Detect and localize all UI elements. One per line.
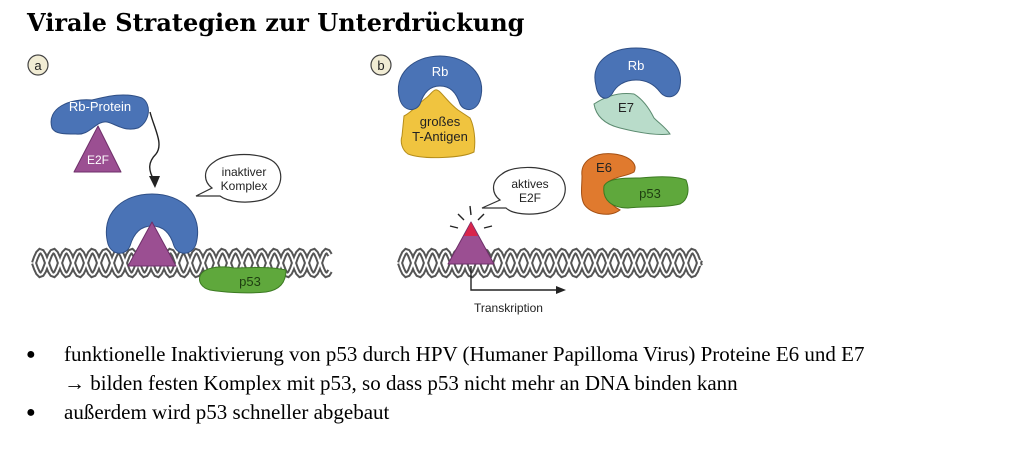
svg-text:p53: p53 — [239, 274, 261, 289]
bullet-list: ● funktionelle Inaktivierung von p53 dur… — [26, 340, 1011, 427]
svg-text:E6: E6 — [596, 160, 612, 175]
rb-protein-free: Rb-Protein — [50, 94, 149, 135]
bullet-line: außerdem wird p53 schneller abgebaut — [64, 400, 390, 424]
panel-a-marker: a — [27, 54, 49, 76]
page-title: Virale Strategien zur Unterdrückung — [27, 8, 525, 37]
bullet-item: ● funktionelle Inaktivierung von p53 dur… — [26, 340, 1011, 398]
svg-text:großes: großes — [420, 114, 461, 129]
svg-text:aktives: aktives — [511, 177, 548, 191]
svg-text:Transkription: Transkription — [474, 301, 543, 315]
panel-a: a Rb-Protein E2F inaktiver Komple — [27, 54, 333, 294]
rb-e2f-complex — [105, 193, 199, 267]
bullet-item: ● außerdem wird p53 schneller abgebaut — [26, 398, 1011, 427]
svg-text:Rb: Rb — [432, 64, 449, 79]
strategy-diagram: a Rb-Protein E2F inaktiver Komple — [27, 47, 703, 315]
svg-text:Rb-Protein: Rb-Protein — [69, 99, 131, 114]
svg-text:a: a — [34, 58, 42, 73]
transcription-arrow: Transkription — [470, 266, 566, 315]
panel-b: b Rb großes T-Antigen Rb E7 E6 — [370, 47, 703, 315]
active-e2f-on-dna — [447, 205, 495, 265]
svg-text:E7: E7 — [618, 100, 634, 115]
svg-text:inaktiver: inaktiver — [222, 165, 267, 179]
bullet-line: funktionelle Inaktivierung von p53 durch… — [64, 342, 865, 366]
panel-b-marker: b — [370, 54, 392, 76]
svg-text:p53: p53 — [639, 186, 661, 201]
dna-helix-b — [397, 247, 703, 279]
active-e2f-bubble: aktives E2F — [481, 166, 566, 215]
bullet-line: → bilden festen Komplex mit p53, so dass… — [64, 371, 738, 395]
e2f-free: E2F — [73, 125, 122, 173]
e6-p53-complex: E6 p53 — [581, 153, 689, 215]
svg-text:E2F: E2F — [87, 153, 109, 167]
svg-text:E2F: E2F — [519, 191, 541, 205]
svg-text:Komplex: Komplex — [221, 179, 268, 193]
inactive-complex-bubble: inaktiver Komplex — [195, 153, 282, 203]
svg-text:Rb: Rb — [628, 58, 645, 73]
binding-arrow — [149, 111, 160, 188]
svg-text:b: b — [377, 58, 384, 73]
rb-t-antigen-complex: Rb großes T-Antigen — [397, 55, 483, 159]
bullet-marker: ● — [26, 404, 36, 421]
bullet-marker: ● — [26, 346, 36, 363]
svg-text:T-Antigen: T-Antigen — [412, 129, 468, 144]
p53-on-dna: p53 — [199, 266, 287, 294]
rb-e7-complex: Rb E7 — [593, 47, 681, 135]
